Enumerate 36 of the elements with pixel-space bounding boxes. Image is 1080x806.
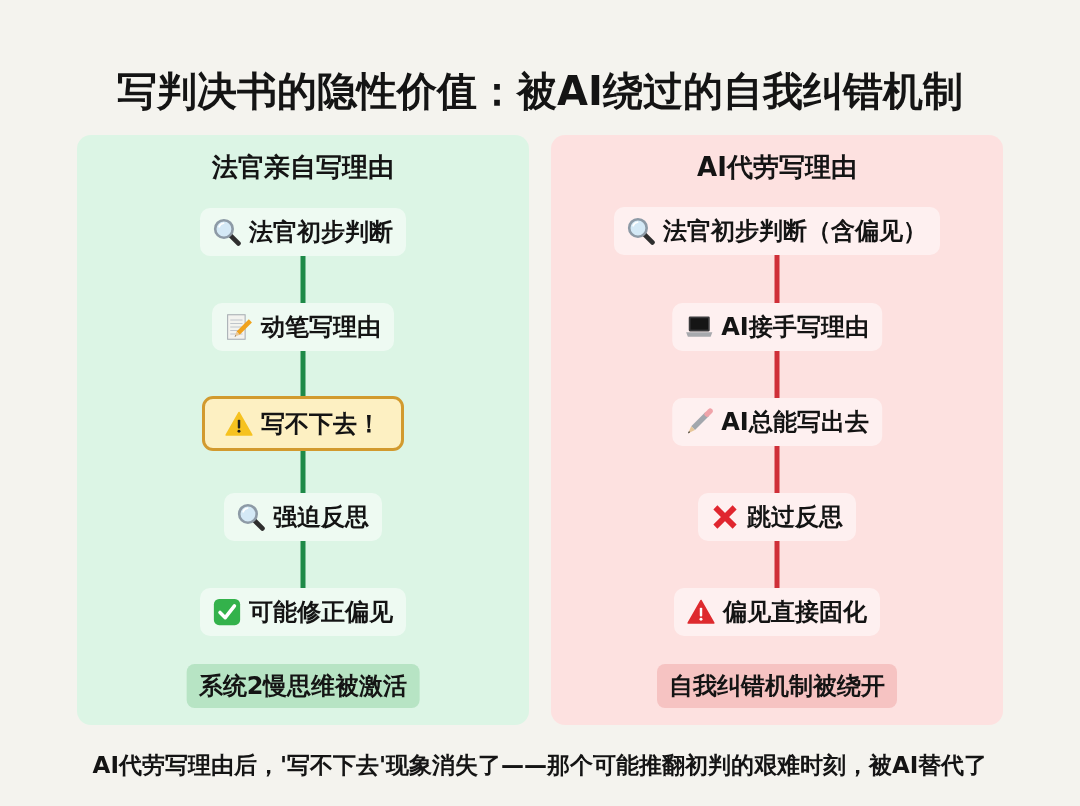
step-label: 动笔写理由	[261, 312, 381, 343]
connector-line	[300, 256, 306, 303]
connector-line	[774, 255, 780, 303]
connector-line	[774, 541, 780, 588]
process-step	[672, 303, 882, 351]
process-step	[698, 493, 856, 541]
step-label: 跳过反思	[747, 502, 843, 533]
connector-line	[300, 541, 306, 588]
step-label: 法官初步判断（含偏见）	[663, 216, 927, 247]
connector-line	[774, 446, 780, 493]
process-step	[200, 588, 406, 636]
highlighted-step	[202, 396, 404, 451]
panel-heading: 法官亲自写理由	[212, 151, 394, 184]
connector-line	[300, 351, 306, 396]
step-label: 强迫反思	[273, 502, 369, 533]
step-label: 可能修正偏见	[249, 597, 393, 628]
step-label: AI总能写出去	[721, 407, 869, 438]
process-step	[212, 303, 394, 351]
diagram-title: 写判决书的隐性价值：被AI绕过的自我纠错机制	[117, 67, 963, 116]
step-label: 偏见直接固化	[723, 597, 867, 628]
conclusion-banner: 自我纠错机制被绕开	[657, 664, 897, 708]
connector-line	[300, 451, 306, 493]
comparison-panel	[77, 135, 529, 725]
step-label: 法官初步判断	[249, 217, 393, 248]
comparison-panel	[551, 135, 1003, 725]
process-step	[672, 398, 882, 446]
process-step	[614, 207, 940, 255]
process-step	[224, 493, 382, 541]
panel-heading: AI代劳写理由	[697, 151, 857, 184]
step-label: 写不下去！	[261, 408, 381, 440]
process-step	[200, 208, 406, 256]
caption: AI代劳写理由后，'写不下去'现象消失了——那个可能推翻初判的艰难时刻，被AI替代了	[92, 751, 988, 780]
process-step	[674, 588, 880, 636]
step-label: AI接手写理由	[721, 312, 869, 343]
connector-line	[774, 351, 780, 398]
conclusion-banner: 系统2慢思维被激活	[186, 664, 420, 708]
